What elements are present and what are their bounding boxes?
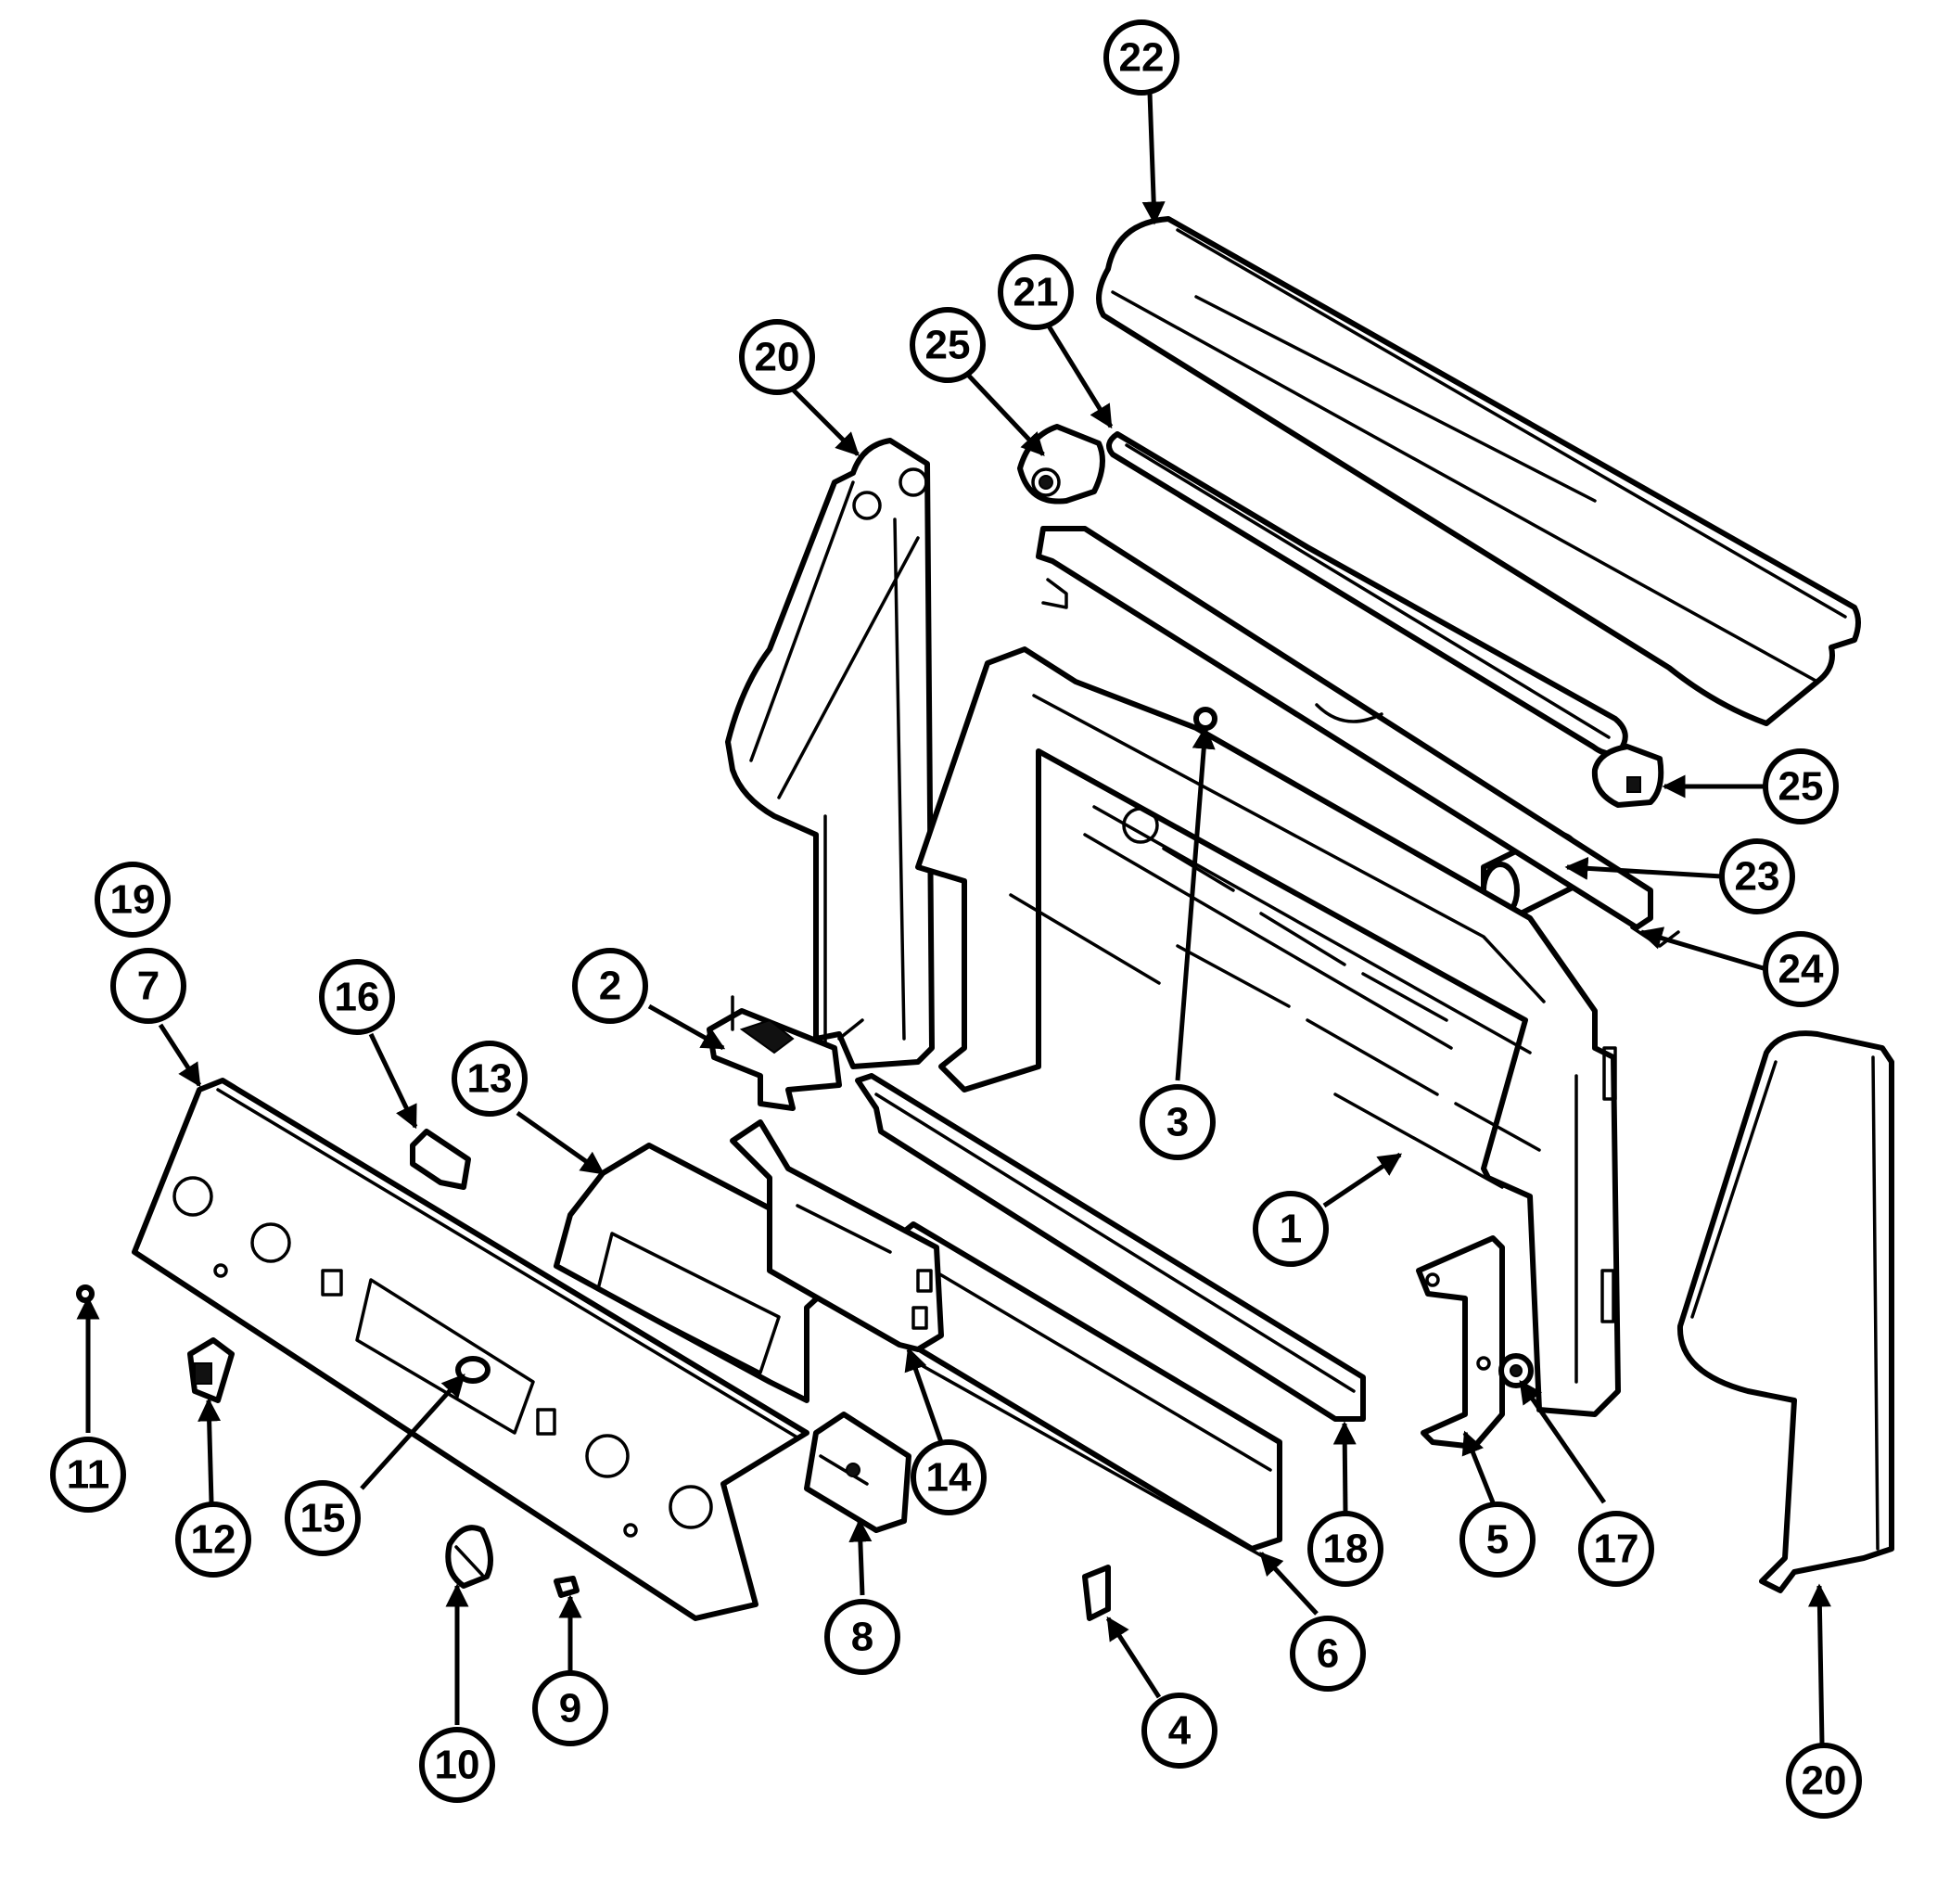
callout-label: 9 — [559, 1686, 581, 1731]
part-backguard-frame — [915, 646, 1621, 1417]
callout-label: 21 — [1013, 270, 1059, 315]
callout-label: 8 — [851, 1615, 873, 1660]
callout-label: 13 — [467, 1056, 513, 1102]
callout: 10 — [419, 1727, 495, 1803]
leader-lines — [76, 92, 1831, 1744]
part-electronic-control — [730, 1119, 944, 1352]
callout: 17 — [1578, 1511, 1654, 1587]
part-lamp-socket-right — [1591, 744, 1664, 808]
callout: 16 — [319, 959, 395, 1035]
part-lower-panel — [887, 1221, 1282, 1560]
callout: 3 — [1140, 1084, 1216, 1160]
callout: 20 — [1786, 1743, 1862, 1819]
callout-label: 10 — [435, 1743, 480, 1788]
part-grommet — [1498, 1353, 1534, 1388]
callout: 8 — [824, 1599, 900, 1675]
part-switch-box — [804, 1412, 911, 1533]
callout-label: 25 — [925, 323, 971, 368]
callout-label: 1 — [1280, 1207, 1302, 1252]
callout: 14 — [911, 1439, 987, 1515]
callout-label: 5 — [1486, 1517, 1509, 1563]
callout: 24 — [1763, 931, 1839, 1007]
part-end-panel-left — [725, 438, 935, 1069]
part-lamp-socket-left — [1017, 424, 1105, 505]
callout: 13 — [452, 1041, 528, 1117]
callout-label: 20 — [755, 335, 800, 380]
callout-label: 18 — [1323, 1527, 1369, 1572]
callout-label: 15 — [300, 1496, 346, 1541]
callout: 11 — [50, 1437, 126, 1513]
callout: 21 — [998, 254, 1074, 330]
callout: 19 — [95, 862, 171, 938]
callout: 7 — [110, 948, 186, 1024]
part-transformer — [707, 995, 842, 1111]
part-rocker-switch — [187, 1337, 235, 1403]
callout-label: 7 — [137, 964, 159, 1009]
callout: 15 — [285, 1480, 361, 1556]
callout: 18 — [1307, 1511, 1383, 1587]
callout-label: 3 — [1166, 1100, 1189, 1145]
part-screw-9 — [554, 1576, 580, 1598]
callout-label: 16 — [335, 975, 380, 1020]
part-display-frame — [554, 1143, 865, 1403]
callout: 5 — [1459, 1501, 1536, 1578]
callout: 1 — [1253, 1191, 1329, 1267]
callout-label: 2 — [599, 964, 621, 1009]
part-side-bracket — [1416, 1235, 1505, 1450]
callout-label: 19 — [110, 877, 156, 923]
callout-label: 6 — [1317, 1631, 1339, 1677]
callout-label: 12 — [191, 1517, 236, 1563]
callout: 9 — [532, 1670, 608, 1746]
callouts: 22 21 25 20 25 23 24 19 7 2 16 13 3 1 11… — [50, 19, 1862, 1819]
part-control-panel — [132, 1078, 809, 1621]
part-end-panel-right — [1676, 1030, 1894, 1593]
callout-label: 20 — [1802, 1758, 1847, 1804]
callout-label: 14 — [926, 1455, 972, 1501]
callout: 20 — [739, 319, 815, 395]
callout-label: 24 — [1778, 947, 1824, 992]
callout: 25 — [1763, 748, 1839, 824]
callout-label: 4 — [1168, 1708, 1192, 1754]
part-clip — [410, 1129, 471, 1190]
callout: 25 — [910, 307, 986, 383]
callout-label: 25 — [1778, 764, 1824, 810]
callout: 12 — [175, 1501, 251, 1578]
callout-label: 11 — [67, 1452, 110, 1498]
callout: 23 — [1719, 838, 1795, 914]
callout-label: 23 — [1735, 854, 1780, 900]
part-screw-3 — [1193, 707, 1217, 731]
callout: 22 — [1103, 19, 1179, 96]
part-push-button — [455, 1356, 491, 1384]
callout-label: 17 — [1594, 1527, 1639, 1572]
callout-label: 22 — [1119, 35, 1165, 81]
callout: 6 — [1290, 1616, 1366, 1692]
part-small-clip — [1082, 1565, 1111, 1621]
part-knob — [445, 1525, 493, 1589]
part-trim-strip — [855, 1073, 1366, 1422]
callout: 4 — [1141, 1693, 1217, 1769]
callout: 2 — [572, 948, 648, 1024]
part-screw-11 — [76, 1284, 95, 1303]
